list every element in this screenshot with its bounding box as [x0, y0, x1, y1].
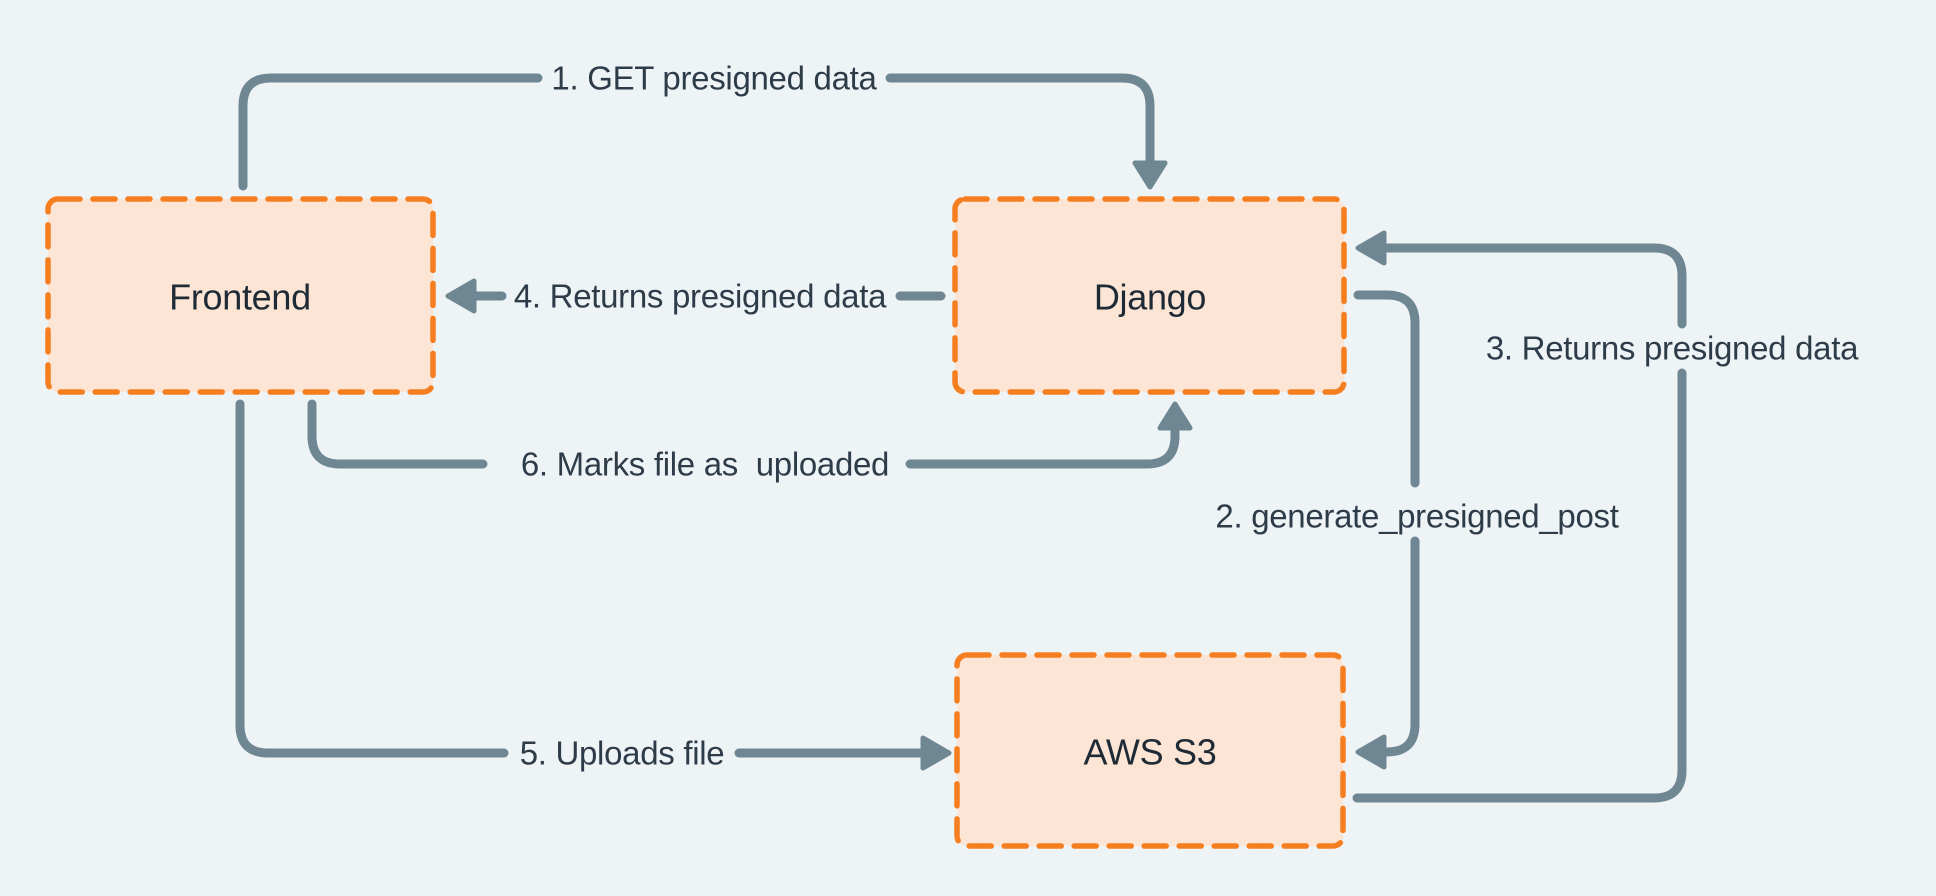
node-django-label: Django [1094, 277, 1206, 318]
edge-step6-line-left [307, 399, 488, 469]
edge-step3-arrowhead [1355, 230, 1387, 266]
edge-step2-label: 2. generate_presigned_post [1215, 498, 1618, 535]
node-aws-s3-box [954, 652, 1346, 849]
edge-step2-line-bottom [1381, 536, 1420, 757]
edge-step2-line-top [1353, 290, 1420, 488]
edge-step2-arrowhead [1355, 734, 1387, 770]
node-frontend-label: Frontend [169, 277, 311, 318]
edge-step5-line-left [235, 399, 509, 758]
edge-step1-line-right [885, 73, 1155, 170]
edge-step1-line-left [238, 73, 543, 191]
edge-step6-arrowhead [1157, 401, 1193, 431]
edge-step3-line-bottom [1352, 368, 1687, 803]
node-aws-s3-label: AWS S3 [1084, 732, 1217, 773]
edge-step4-arrowhead [445, 278, 477, 314]
edge-step3-label: 3. Returns presigned data [1486, 330, 1859, 367]
edge-step1-label: 1. GET presigned data [551, 60, 877, 97]
edge-step3-line-top [1381, 243, 1687, 329]
edge-step4-label: 4. Returns presigned data [514, 278, 887, 315]
edge-step5-label: 5. Uploads file [520, 735, 725, 772]
edge-step6-line-right [905, 425, 1180, 469]
node-frontend-box [45, 196, 436, 395]
edge-step5-arrowhead [920, 735, 952, 771]
node-django-box [952, 196, 1347, 395]
edge-step1-arrowhead [1132, 160, 1168, 190]
edge-step6-label: 6. Marks file as uploaded [521, 446, 889, 483]
